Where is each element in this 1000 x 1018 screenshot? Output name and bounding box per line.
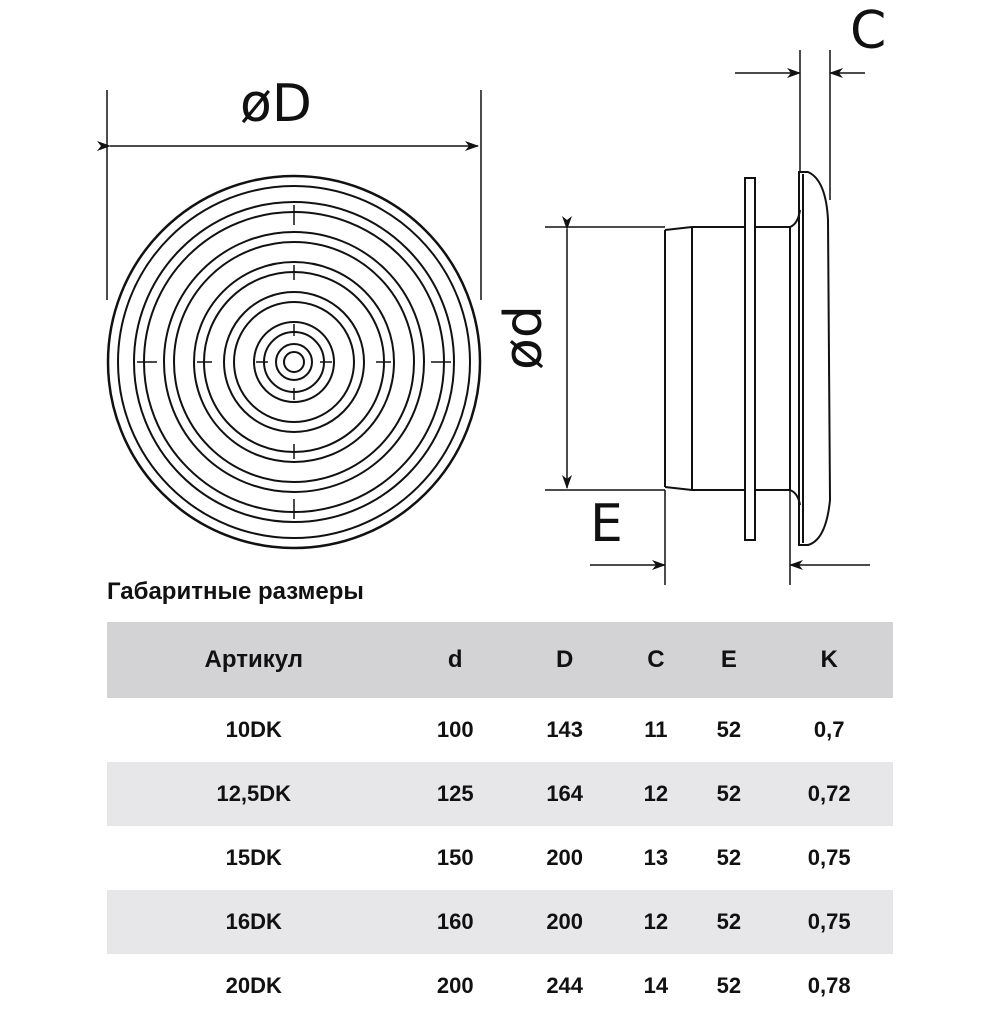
dimension-E-label: E [590,494,623,554]
table-cell: 52 [692,890,766,954]
table-row: 15DK 150 200 13 52 0,75 [107,826,893,890]
table-cell: 14 [643,973,669,998]
header-article: Артикул [107,622,401,698]
table-cell: 10DK [225,717,282,742]
table-cell: 200 [436,973,474,998]
table-cell: 244 [546,973,584,998]
table-cell: 11 [644,717,668,742]
table-cell: 52 [692,762,766,826]
dimension-C-label: C [850,1,887,61]
table-cell: 200 [509,890,620,954]
header-C: C [619,622,693,698]
section-title: Габаритные размеры [107,578,364,605]
table-cell: 12 [619,890,693,954]
table-cell: 160 [400,890,510,954]
table-cell: 0,78 [807,973,851,998]
table-cell: 16DK [107,890,401,954]
header-d: d [400,622,510,698]
table-cell: 0,7 [813,717,845,742]
table-header-row: Артикул d D C E K [107,622,893,698]
table-cell: 100 [436,717,474,742]
dimension-d-label: ød [494,305,554,370]
table-cell: 12,5DK [107,762,401,826]
table-cell: 0,75 [807,845,851,870]
dimension-D-label: øD [240,74,312,134]
technical-drawing [97,50,870,585]
table-cell: 125 [400,762,510,826]
table-cell: 13 [643,845,669,870]
table-cell: 0,72 [765,762,893,826]
front-view [97,90,482,550]
table-cell: 0,75 [765,890,893,954]
table-cell: 164 [509,762,620,826]
table-cell: 52 [716,717,742,742]
table-cell: 200 [546,845,584,870]
dimensions-table: Артикул d D C E K 10DK 100 143 11 52 0,7 12,5D… [107,622,893,1018]
table-cell: 143 [546,717,584,742]
table-row: 10DK 100 143 11 52 0,7 [107,698,893,762]
table-cell: 15DK [225,845,282,870]
table-cell: 150 [436,845,474,870]
table-cell: 20DK [225,973,282,998]
table-cell: 52 [716,845,742,870]
header-E: E [692,622,766,698]
header-K: K [765,622,893,698]
side-view [545,50,870,585]
table-cell: 12 [619,762,693,826]
table-cell: 52 [716,973,742,998]
table-row: 20DK 200 244 14 52 0,78 [107,954,893,1018]
header-D: D [509,622,620,698]
